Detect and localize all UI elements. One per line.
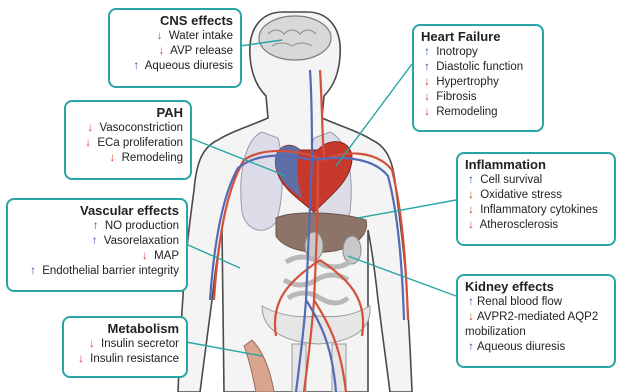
cns-effects-item: ↓ Water intake bbox=[117, 29, 233, 44]
kidney-effects-item: ↓AVPR2-mediated AQP2 bbox=[465, 310, 607, 325]
cns-effects-box: CNS effects ↓ Water intake ↓ AVP release… bbox=[108, 8, 242, 88]
pah-title: PAH bbox=[73, 105, 183, 121]
vascular-effects-title: Vascular effects bbox=[15, 203, 179, 219]
cns-effects-item: ↓ AVP release bbox=[117, 44, 233, 59]
vascular-effects-item: ↓ MAP bbox=[15, 249, 179, 264]
kidney-effects-item: mobilization bbox=[465, 325, 607, 340]
heart-failure-item: ↑ Diastolic function bbox=[421, 60, 535, 75]
inflammation-title: Inflammation bbox=[465, 157, 607, 173]
inflammation-item: ↑ Cell survival bbox=[465, 173, 607, 188]
heart-failure-title: Heart Failure bbox=[421, 29, 535, 45]
vascular-effects-item: ↑ Vasorelaxation bbox=[15, 234, 179, 249]
vascular-effects-item: ↑ Endothelial barrier integrity bbox=[15, 264, 179, 279]
pah-item: ↓ Remodeling bbox=[73, 151, 183, 166]
metabolism-box: Metabolism ↓ Insulin secretor ↓ Insulin … bbox=[62, 316, 188, 378]
heart-failure-box: Heart Failure ↑ Inotropy ↑ Diastolic fun… bbox=[412, 24, 544, 132]
kidney-effects-item: ↑Aqueous diuresis bbox=[465, 340, 607, 355]
metabolism-title: Metabolism bbox=[71, 321, 179, 337]
kidney-effects-item: ↑Renal blood flow bbox=[465, 295, 607, 310]
inflammation-item: ↓ Atherosclerosis bbox=[465, 218, 607, 233]
inflammation-item: ↓ Inflammatory cytokines bbox=[465, 203, 607, 218]
pah-item: ↓ ECa proliferation bbox=[73, 136, 183, 151]
metabolism-item: ↓ Insulin resistance bbox=[71, 352, 179, 367]
inflammation-item: ↓ Oxidative stress bbox=[465, 188, 607, 203]
vascular-effects-box: Vascular effects ↑ NO production ↑ Vasor… bbox=[6, 198, 188, 292]
kidney-effects-box: Kidney effects ↑Renal blood flow ↓AVPR2-… bbox=[456, 274, 616, 368]
cns-effects-title: CNS effects bbox=[117, 13, 233, 29]
heart-failure-item: ↓ Fibrosis bbox=[421, 90, 535, 105]
heart-failure-item: ↓ Remodeling bbox=[421, 105, 535, 120]
kidney-effects-title: Kidney effects bbox=[465, 279, 607, 295]
heart-failure-item: ↓ Hypertrophy bbox=[421, 75, 535, 90]
heart-failure-item: ↑ Inotropy bbox=[421, 45, 535, 60]
cns-effects-item: ↑ Aqueous diuresis bbox=[117, 59, 233, 74]
brain bbox=[259, 16, 331, 60]
vascular-effects-item: ↑ NO production bbox=[15, 219, 179, 234]
metabolism-item: ↓ Insulin secretor bbox=[71, 337, 179, 352]
inflammation-box: Inflammation ↑ Cell survival ↓ Oxidative… bbox=[456, 152, 616, 246]
pah-box: PAH ↓ Vasoconstriction ↓ ECa proliferati… bbox=[64, 100, 192, 180]
pah-item: ↓ Vasoconstriction bbox=[73, 121, 183, 136]
